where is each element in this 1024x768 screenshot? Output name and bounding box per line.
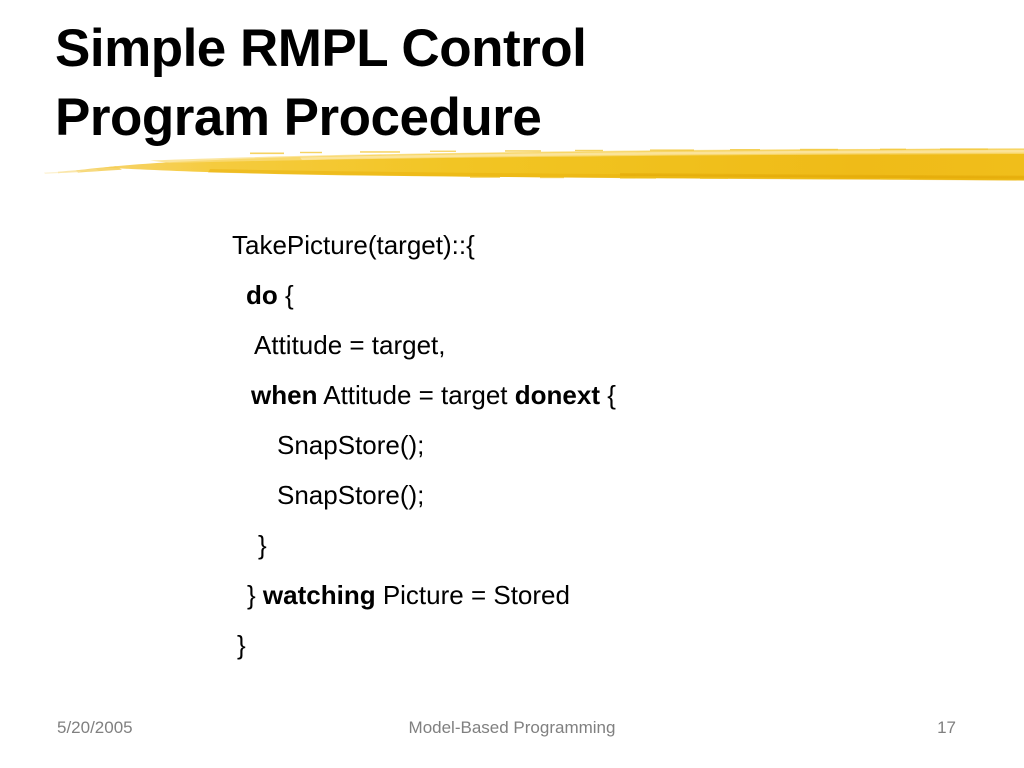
title-line-2: Program Procedure [55,88,542,147]
code-line: when Attitude = target donext { [232,370,972,420]
code-line: SnapStore(); [232,420,972,470]
title-line-1: Simple RMPL Control [55,19,587,78]
footer-date: 5/20/2005 [57,718,133,737]
footer-subject: Model-Based Programming [408,718,616,737]
code-text: Attitude = target, [254,330,446,360]
code-text: { [600,380,616,410]
code-block: TakePicture(target)::{do {Attitude = tar… [232,220,972,670]
code-keyword: donext [514,380,600,410]
code-text: { [277,280,294,310]
code-text: SnapStore(); [277,480,425,510]
page-title: Simple RMPL Control Program Procedure [55,14,955,152]
code-text: } [237,630,246,660]
code-line: } [232,620,972,670]
code-text: TakePicture(target)::{ [232,230,475,260]
slide-footer: 5/20/2005 Model-Based Programming 17 [0,718,1024,748]
code-line: do { [232,270,972,320]
code-keyword: when [251,380,318,410]
code-line: TakePicture(target)::{ [232,220,972,270]
code-text: Picture = Stored [375,580,570,610]
code-text: SnapStore(); [277,430,425,460]
code-keyword: watching [262,580,376,610]
code-line: Attitude = target, [232,320,972,370]
code-text: Attitude = target [317,380,515,410]
code-line: SnapStore(); [232,470,972,520]
code-text: } [247,580,263,610]
footer-page-number: 17 [937,718,956,737]
code-text: } [258,530,267,560]
code-line: } watching Picture = Stored [232,570,972,620]
code-keyword: do [246,280,278,310]
code-line: } [232,520,972,570]
